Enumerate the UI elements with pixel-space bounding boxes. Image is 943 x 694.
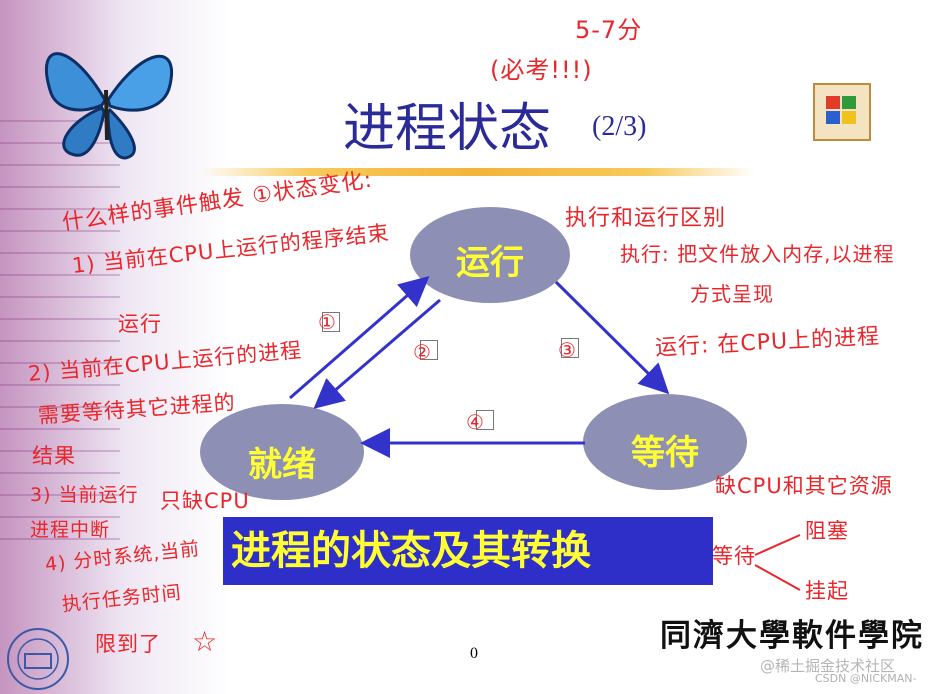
ready-state-ellipse <box>200 404 364 500</box>
page-title: 进程状态 <box>343 99 552 159</box>
note-must: (必考!!!) <box>490 56 593 84</box>
note-t2c: 结果 <box>32 444 76 468</box>
transition-box-3 <box>561 338 579 358</box>
star-icon: ☆ <box>192 625 219 658</box>
note-t4c: 限到了 <box>95 632 161 656</box>
note-lack: 缺CPU和其它资源 <box>715 474 893 498</box>
state-ready: 就绪 <box>248 445 316 485</box>
note-suspend: 挂起 <box>805 579 849 603</box>
note-only-cpu: 只缺CPU <box>160 489 250 513</box>
transition-box-1 <box>322 312 340 332</box>
slide-number: 0 <box>470 645 478 662</box>
arrow-running-to-ready <box>313 298 441 409</box>
note-wait: 等待 <box>712 544 756 568</box>
running-state-ellipse <box>410 207 570 303</box>
title-divider <box>200 168 755 176</box>
windows-logo-icon <box>813 83 871 141</box>
transition-box-2 <box>420 340 438 360</box>
note-t1b: 运行 <box>118 312 162 336</box>
note-t3b: 进程中断 <box>30 519 111 541</box>
transition-box-4 <box>476 410 494 430</box>
note-exec: 执行: 把文件放入内存,以进程 <box>620 242 895 266</box>
watermark-csdn: CSDN @NICKMAN- <box>815 672 917 685</box>
note-t3a: 3) 当前运行 <box>30 484 139 506</box>
note-diff: 执行和运行区别 <box>565 206 727 231</box>
waiting-state-ellipse <box>583 394 747 490</box>
state-running: 运行 <box>456 243 524 283</box>
arrow-ready-to-running <box>289 276 430 400</box>
transition-label-3: ③ <box>558 338 577 362</box>
note-branch-lines <box>754 534 801 591</box>
state-waiting: 等待 <box>631 433 699 473</box>
circuit-lines <box>0 120 120 540</box>
banner-title: 进程的状态及其转换 <box>223 517 713 585</box>
transition-label-2: ② <box>413 340 432 364</box>
title-page-indicator: (2/3) <box>592 111 647 142</box>
note-block: 阻塞 <box>805 519 849 543</box>
transition-label-4: ④ <box>466 410 485 434</box>
watermark-juejin: @稀土掘金技术社区 <box>760 657 896 675</box>
university-seal-icon <box>7 628 69 690</box>
note-exec2: 方式呈现 <box>690 282 774 306</box>
school-name: 同濟大學軟件學院 <box>660 618 924 654</box>
note-score: 5-7分 <box>575 16 643 44</box>
butterfly-icon <box>44 52 173 160</box>
transition-label-1: ① <box>318 310 337 334</box>
arrow-running-to-waiting <box>554 280 670 395</box>
